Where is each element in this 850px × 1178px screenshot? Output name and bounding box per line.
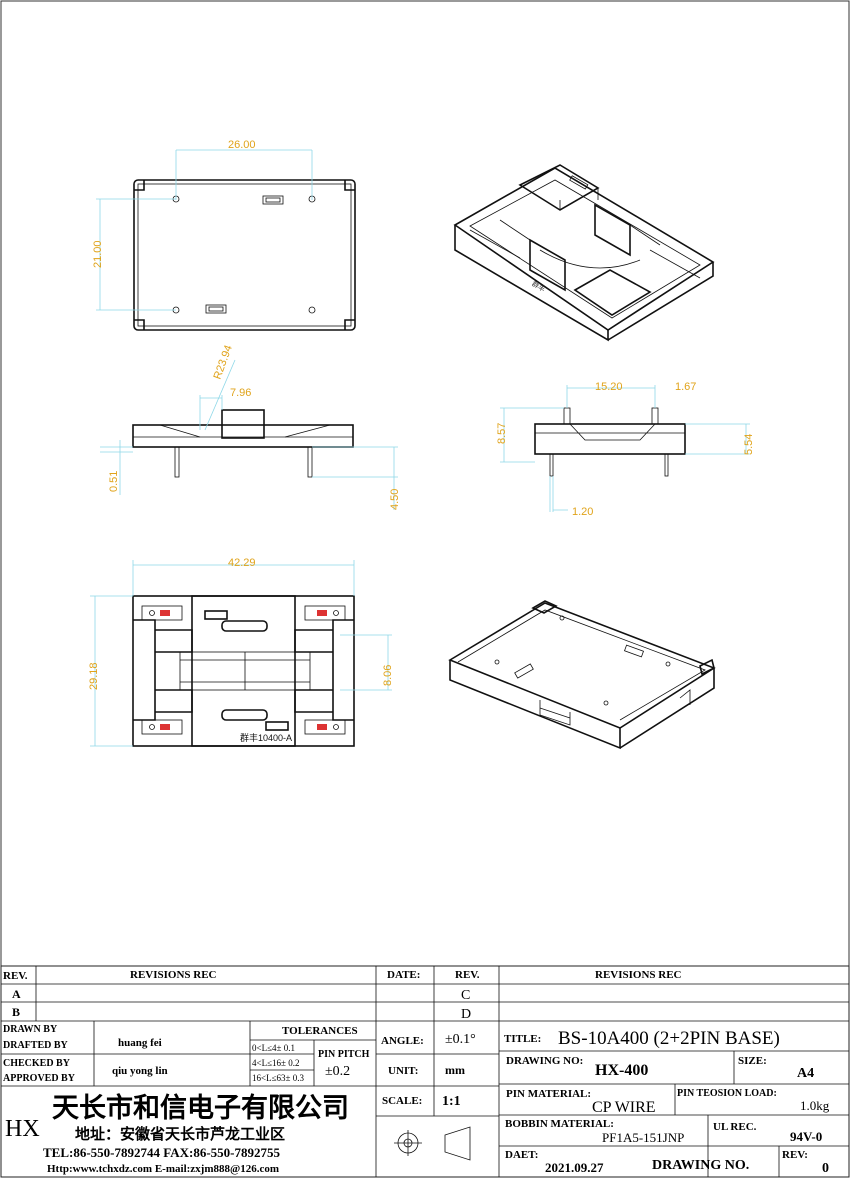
dim-pin-span: 15.20 bbox=[595, 381, 623, 393]
svg-text:ANGLE:: ANGLE: bbox=[381, 1035, 424, 1047]
svg-text:94V-0: 94V-0 bbox=[790, 1129, 822, 1144]
dim-notch: 7.96 bbox=[230, 387, 251, 399]
svg-text:UL REC.: UL REC. bbox=[713, 1121, 757, 1133]
dim-side-body: 5.54 bbox=[743, 434, 755, 455]
svg-text:TITLE:: TITLE: bbox=[504, 1033, 541, 1045]
svg-text:CHECKED BY: CHECKED BY bbox=[3, 1058, 71, 1069]
svg-text:HX-400: HX-400 bbox=[595, 1062, 648, 1079]
svg-text:C: C bbox=[461, 988, 470, 1003]
svg-text:0<L≤4± 0.1: 0<L≤4± 0.1 bbox=[252, 1043, 295, 1053]
dim-top-height: 21.00 bbox=[92, 240, 104, 268]
dim-top-width: 26.00 bbox=[228, 139, 256, 151]
company-tel: TEL:86-550-7892744 FAX:86-550-7892755 bbox=[43, 1145, 280, 1160]
svg-text:A: A bbox=[12, 987, 21, 1001]
svg-text:1.0kg: 1.0kg bbox=[800, 1098, 830, 1113]
dim-radius: R23.94 bbox=[212, 344, 235, 381]
svg-text:DRAWING NO:: DRAWING NO: bbox=[506, 1055, 583, 1067]
dim-slot-height: 8.06 bbox=[382, 665, 394, 686]
company-address: 地址：安徽省天长市芦龙工业区 bbox=[75, 1125, 285, 1143]
svg-text:REV.: REV. bbox=[3, 970, 28, 982]
svg-text:0: 0 bbox=[822, 1161, 829, 1176]
company-name: 天长市和信电子有限公司 bbox=[52, 1092, 349, 1124]
svg-text:CP WIRE: CP WIRE bbox=[592, 1099, 656, 1116]
svg-text:PIN PITCH: PIN PITCH bbox=[318, 1049, 370, 1060]
dim-pin-width: 1.67 bbox=[675, 381, 696, 393]
company-logo: HX bbox=[5, 1116, 40, 1142]
svg-text:BS-10A400 (2+2PIN BASE): BS-10A400 (2+2PIN BASE) bbox=[558, 1028, 780, 1049]
svg-text:群丰: 群丰 bbox=[530, 279, 547, 294]
svg-text:DAET:: DAET: bbox=[505, 1149, 538, 1161]
side-view: 15.20 1.67 8.57 5.54 1.20 bbox=[496, 381, 755, 518]
svg-text:REV:: REV: bbox=[782, 1149, 808, 1161]
svg-text:D: D bbox=[461, 1007, 471, 1022]
svg-text:DATE:: DATE: bbox=[387, 969, 420, 981]
svg-text:SCALE:: SCALE: bbox=[382, 1095, 422, 1107]
svg-text:PIN MATERIAL:: PIN MATERIAL: bbox=[506, 1088, 591, 1100]
svg-text:huang fei: huang fei bbox=[118, 1037, 162, 1049]
company-web: Http:www.tchxdz.com E-mail:zxjm888@126.c… bbox=[47, 1163, 279, 1175]
svg-text:REV.: REV. bbox=[455, 969, 480, 981]
svg-text:TOLERANCES: TOLERANCES bbox=[282, 1025, 358, 1037]
front-view: 7.96 R23.94 0.51 4.50 bbox=[100, 344, 401, 510]
svg-text:DRAFTED BY: DRAFTED BY bbox=[3, 1040, 69, 1051]
svg-text:APPROVED BY: APPROVED BY bbox=[3, 1073, 76, 1084]
bottom-view: 群丰10400-A 42.29 29.18 8.06 bbox=[88, 557, 394, 747]
dim-bottom-width: 42.29 bbox=[228, 557, 256, 569]
svg-text:DRAWN BY: DRAWN BY bbox=[3, 1024, 58, 1035]
dim-flange: 0.51 bbox=[108, 471, 120, 492]
iso-view-top: 群丰 bbox=[453, 164, 715, 342]
part-mark: 群丰10400-A bbox=[240, 732, 292, 743]
svg-text:4<L≤16± 0.2: 4<L≤16± 0.2 bbox=[252, 1058, 299, 1068]
svg-text:1:1: 1:1 bbox=[442, 1094, 461, 1109]
title-block: REV. REVISIONS REC DATE: REV. REVISIONS … bbox=[0, 965, 850, 1178]
svg-text:REVISIONS REC: REVISIONS REC bbox=[130, 969, 217, 981]
svg-text:A4: A4 bbox=[797, 1066, 814, 1081]
svg-text:BOBBIN MATERIAL:: BOBBIN MATERIAL: bbox=[505, 1118, 614, 1130]
svg-text:2021.09.27: 2021.09.27 bbox=[545, 1160, 604, 1175]
svg-text:UNIT:: UNIT: bbox=[388, 1065, 418, 1077]
svg-text:qiu yong lin: qiu yong lin bbox=[112, 1065, 168, 1077]
svg-text:16<L≤63± 0.3: 16<L≤63± 0.3 bbox=[252, 1073, 304, 1083]
svg-text:±0.2: ±0.2 bbox=[325, 1064, 350, 1079]
dim-pin-dia: 1.20 bbox=[572, 506, 593, 518]
svg-text:DRAWING NO.: DRAWING NO. bbox=[652, 1158, 749, 1173]
projection-symbol-icon bbox=[394, 1126, 471, 1161]
top-view: 26.00 21.00 bbox=[92, 139, 356, 331]
dim-pin-length: 4.50 bbox=[389, 489, 401, 510]
svg-text:mm: mm bbox=[445, 1063, 465, 1077]
svg-text:PIN TEOSION LOAD:: PIN TEOSION LOAD: bbox=[677, 1088, 777, 1099]
svg-text:B: B bbox=[12, 1005, 20, 1019]
svg-text:SIZE:: SIZE: bbox=[738, 1055, 767, 1067]
iso-view-bottom bbox=[448, 600, 716, 750]
dim-bottom-height: 29.18 bbox=[88, 662, 100, 690]
svg-text:REVISIONS REC: REVISIONS REC bbox=[595, 969, 682, 981]
svg-text:±0.1°: ±0.1° bbox=[445, 1032, 476, 1047]
svg-text:PF1A5-151JNP: PF1A5-151JNP bbox=[602, 1130, 684, 1145]
dim-side-height: 8.57 bbox=[496, 423, 508, 444]
